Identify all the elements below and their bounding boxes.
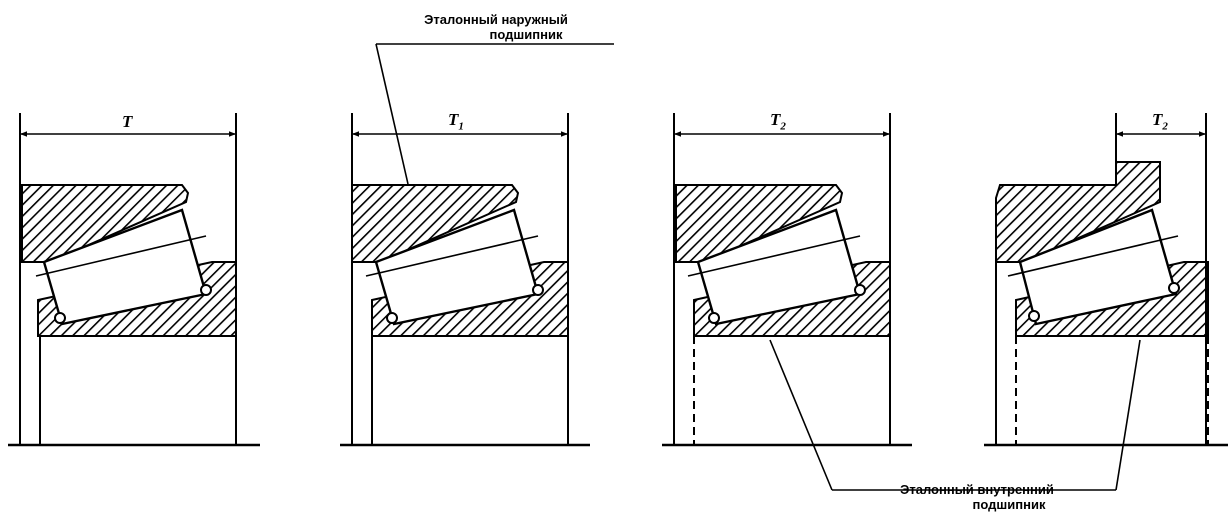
dimension-main: T	[1152, 110, 1163, 129]
roller	[1018, 208, 1178, 326]
inner-ring-label-line1: Эталонный внутренний	[900, 482, 1054, 497]
dimension-sub: 1	[458, 120, 464, 133]
dimension-main: T	[448, 110, 459, 129]
inner-ring-label-line2: подшипник	[972, 497, 1046, 512]
dimension-label-t2: T2	[770, 110, 786, 132]
bearing-view-2	[340, 43, 614, 447]
bearing-view-3	[662, 113, 912, 447]
outer-ring	[21, 184, 190, 263]
dimension-label-t: T	[122, 112, 132, 134]
outer-ring-label-line1: Эталонный наружный	[424, 12, 568, 27]
inner-ring-leaders	[769, 339, 1141, 491]
outer-ring-leader	[375, 43, 409, 185]
outer-ring	[351, 184, 520, 263]
outer-ring-label: Эталонный наружный подшипник	[378, 12, 614, 42]
dimension-main: T	[122, 112, 133, 131]
dimension-label-t1: T1	[448, 110, 464, 132]
outer-ring	[675, 184, 844, 263]
bearing-view-4	[984, 113, 1228, 447]
dimension-label-t2-flange: T2	[1152, 110, 1168, 132]
dimension-sub: 2	[780, 120, 786, 133]
bearing-view-1	[8, 113, 260, 447]
outer-ring-with-flange	[995, 161, 1161, 263]
dimension-main: T	[770, 110, 781, 129]
inner-ring-label: Эталонный внутренний подшипник	[838, 482, 1116, 512]
dimension-sub: 2	[1162, 120, 1168, 133]
outer-ring-label-line2: подшипник	[489, 27, 563, 42]
